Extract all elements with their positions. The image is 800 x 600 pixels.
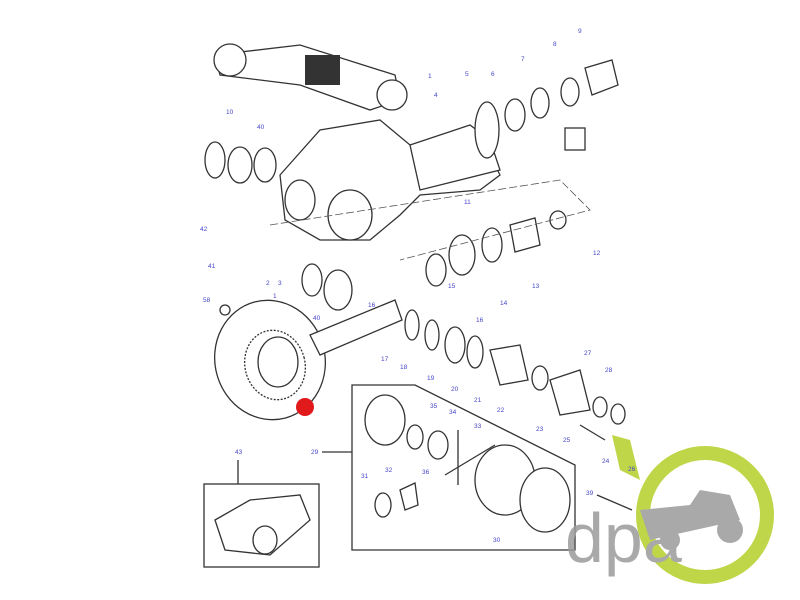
- part-number-label: 10: [226, 109, 234, 116]
- part-number-label: 58: [203, 297, 211, 304]
- part-number-label: 41: [208, 263, 216, 270]
- part-number-label: 26: [628, 466, 636, 473]
- red-marker-dot: [296, 398, 314, 416]
- part-number-label: 31: [361, 473, 369, 480]
- part-number-label: 43: [235, 449, 243, 456]
- part-number-label: 3: [278, 280, 282, 287]
- part-number-label: 11: [464, 199, 471, 206]
- part-number-label: 7: [521, 56, 525, 63]
- part-number-label: 5: [465, 71, 469, 78]
- part-number-label: 29: [311, 449, 319, 456]
- part-number-label: 6: [491, 71, 495, 78]
- part-number-label: 30: [493, 537, 501, 544]
- pinion-shaft-components: [404, 309, 626, 441]
- part-number-label: 24: [602, 458, 610, 465]
- part-number-label: 18: [400, 364, 408, 371]
- part-number-label: 36: [422, 469, 430, 476]
- part-number-label: 27: [584, 350, 592, 357]
- part-number-label: 4: [434, 92, 438, 99]
- axle-overview-illustration: [213, 43, 408, 111]
- part-number-label: 40: [313, 315, 321, 322]
- part-number-label: 2: [266, 280, 270, 287]
- part-number-label: 40: [257, 124, 265, 131]
- part-number-label: 33: [474, 423, 482, 430]
- axle-housing: [279, 119, 501, 241]
- part-number-label: 17: [381, 356, 389, 363]
- part-number-label: 35: [430, 403, 438, 410]
- part-number-label: 23: [536, 426, 544, 433]
- part-number-label: 15: [448, 283, 456, 290]
- part-number-label: 9: [578, 28, 582, 35]
- crown-wheel-and-pinion: [214, 299, 403, 421]
- part-number-label: 22: [497, 407, 505, 414]
- differential-assembly-box: [322, 384, 633, 551]
- part-number-label: 8: [553, 41, 557, 48]
- bearings-and-rings: [204, 59, 619, 311]
- dpa-logo-text: dpa: [565, 499, 682, 577]
- part-number-label: 28: [605, 367, 613, 374]
- part-number-label: 21: [474, 397, 482, 404]
- part-number-label: 1: [428, 73, 432, 80]
- assembled-differential-inset: [203, 460, 320, 568]
- part-number-label: 16: [476, 317, 484, 324]
- part-number-label: 14: [500, 300, 508, 307]
- part-number-label: 19: [427, 375, 435, 382]
- part-number-label: 39: [586, 490, 594, 497]
- part-number-label: 1: [273, 293, 277, 300]
- part-number-label: 34: [449, 409, 457, 416]
- part-number-label: 42: [200, 226, 208, 233]
- part-number-label: 12: [593, 250, 601, 257]
- part-number-label: 16: [368, 302, 376, 309]
- part-number-label: 25: [563, 437, 571, 444]
- dpa-logo-watermark: dpa: [565, 435, 774, 584]
- part-number-label: 13: [532, 283, 540, 290]
- part-number-label: 20: [451, 386, 459, 393]
- part-number-label: 32: [385, 467, 393, 474]
